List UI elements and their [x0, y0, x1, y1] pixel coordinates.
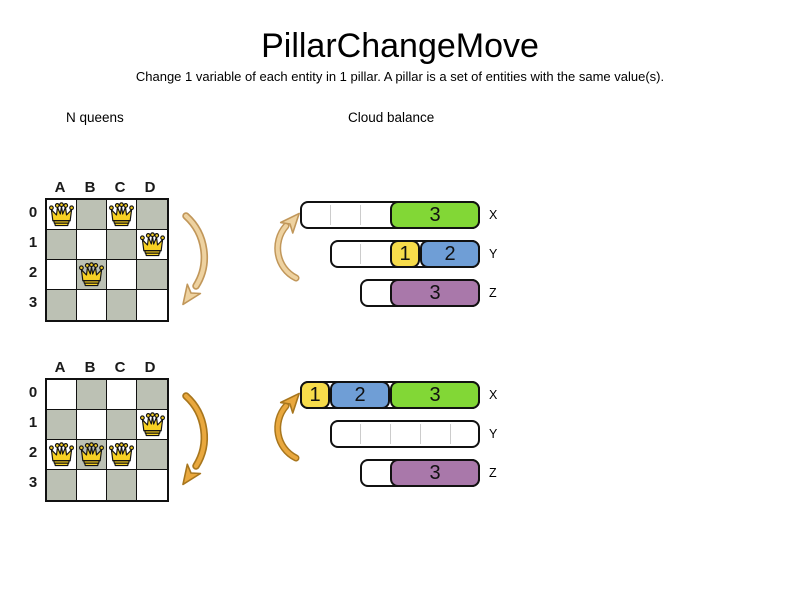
capacity-bar-x-before: 3 [300, 201, 480, 229]
process-block: 3 [390, 381, 480, 409]
column-label: A [54, 179, 66, 196]
queen-icon [139, 412, 165, 437]
slot-divider [390, 424, 391, 444]
board-cell [107, 440, 137, 470]
page-subtitle: Change 1 variable of each entity in 1 pi… [135, 69, 665, 84]
board-cell [47, 380, 77, 410]
bar-label-x: X [489, 388, 498, 402]
board-cell [47, 230, 77, 260]
process-block: 3 [390, 279, 480, 307]
queen-icon [49, 202, 75, 227]
board-cell [47, 290, 77, 320]
row-label: 2 [28, 444, 38, 461]
board-cell [107, 410, 137, 440]
board-cell [137, 440, 167, 470]
capacity-bar-y-after [330, 420, 480, 448]
board-cell [47, 470, 77, 500]
queen-icon [49, 442, 75, 467]
board-cell [137, 410, 167, 440]
column-label: B [84, 359, 96, 376]
column-label: C [114, 179, 126, 196]
board-cell [137, 230, 167, 260]
board-cell [137, 380, 167, 410]
board-cell [107, 380, 137, 410]
board-cell [77, 440, 107, 470]
slot-divider [450, 424, 451, 444]
board-move-arrow-after [172, 388, 218, 497]
bar-label-x: X [489, 208, 498, 222]
row-label: 1 [28, 234, 38, 251]
queen-icon [109, 202, 135, 227]
process-block: 1 [390, 240, 420, 268]
board-cell [77, 470, 107, 500]
board-cell [137, 260, 167, 290]
board-cell [107, 470, 137, 500]
cloud-move-arrow-after [264, 392, 310, 473]
board-cell [77, 380, 107, 410]
board-cell [107, 200, 137, 230]
row-label: 0 [28, 384, 38, 401]
column-label: A [54, 359, 66, 376]
slot-divider [360, 244, 361, 264]
board-cell [137, 470, 167, 500]
row-label: 3 [28, 294, 38, 311]
slot-divider [420, 424, 421, 444]
board-move-arrow-before [172, 208, 218, 317]
chessboard-before [45, 198, 169, 322]
process-block: 1 [300, 381, 330, 409]
row-label: 0 [28, 204, 38, 221]
chessboard-after [45, 378, 169, 502]
section-header-nqueens: N queens [66, 110, 124, 125]
board-cell [77, 410, 107, 440]
row-label: 2 [28, 264, 38, 281]
process-block: 3 [390, 459, 480, 487]
board-cell [137, 200, 167, 230]
cloud-move-arrow-before [264, 212, 310, 293]
process-block: 2 [420, 240, 480, 268]
board-cell [47, 440, 77, 470]
bar-label-z: Z [489, 466, 497, 480]
bar-label-y: Y [489, 247, 498, 261]
row-label: 1 [28, 414, 38, 431]
board-cell [137, 290, 167, 320]
board-cell [77, 230, 107, 260]
queen-icon [79, 442, 105, 467]
bar-label-y: Y [489, 427, 498, 441]
bar-label-z: Z [489, 286, 497, 300]
capacity-bar-z-after: 3 [360, 459, 480, 487]
column-label: D [144, 359, 156, 376]
board-cell [107, 230, 137, 260]
slot-divider [330, 205, 331, 225]
queen-icon [79, 262, 105, 287]
queen-icon [139, 232, 165, 257]
slot-divider [360, 424, 361, 444]
board-cell [77, 290, 107, 320]
process-block: 2 [330, 381, 390, 409]
page-title: PillarChangeMove [261, 27, 539, 65]
board-cell [107, 290, 137, 320]
column-label: D [144, 179, 156, 196]
board-cell [47, 260, 77, 290]
process-block: 3 [390, 201, 480, 229]
board-cell [47, 200, 77, 230]
row-label: 3 [28, 474, 38, 491]
slot-divider [360, 205, 361, 225]
board-cell [77, 200, 107, 230]
board-cell [47, 410, 77, 440]
capacity-bar-z-before: 3 [360, 279, 480, 307]
column-label: B [84, 179, 96, 196]
column-label: C [114, 359, 126, 376]
board-cell [107, 260, 137, 290]
board-cell [77, 260, 107, 290]
queen-icon [109, 442, 135, 467]
section-header-cloud-balance: Cloud balance [348, 110, 435, 125]
